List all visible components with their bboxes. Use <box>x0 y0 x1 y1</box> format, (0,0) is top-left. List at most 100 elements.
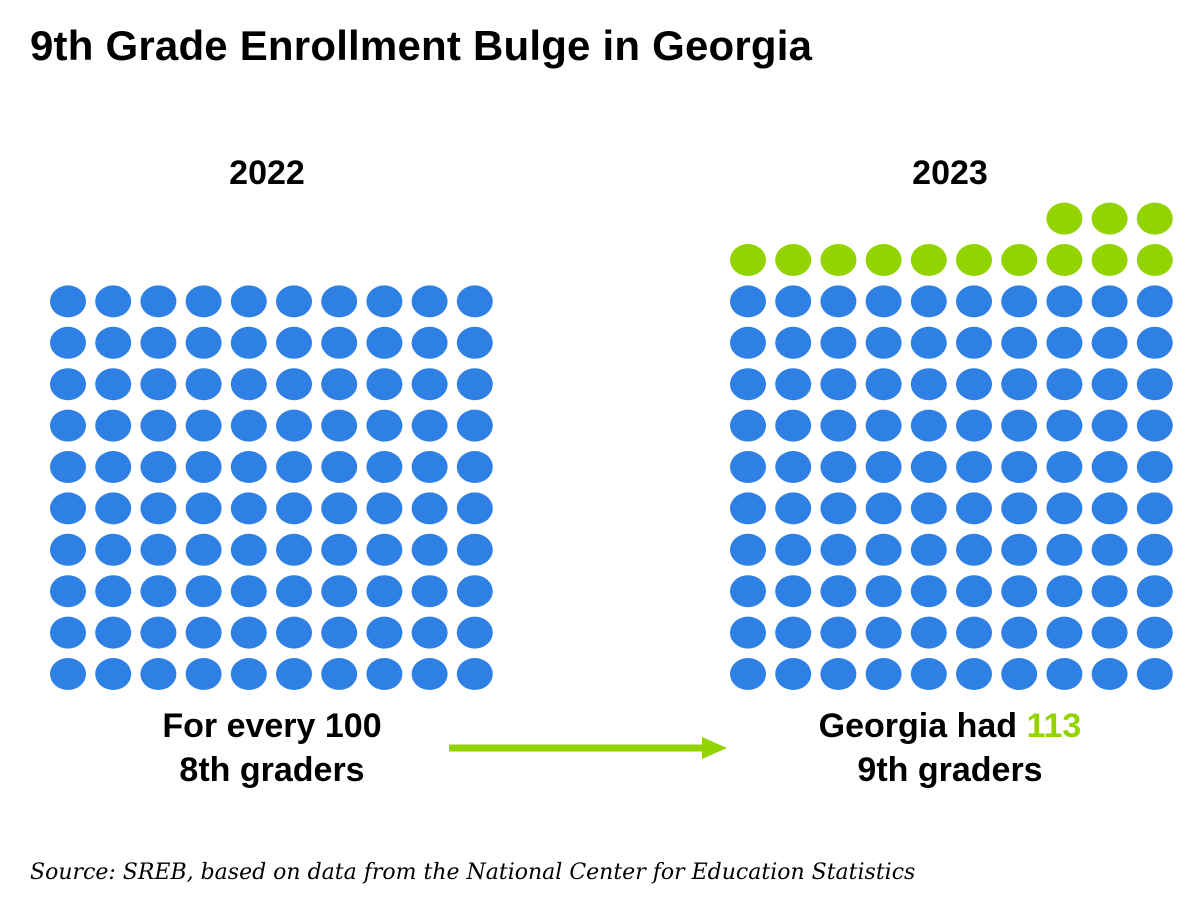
dot-2022-base <box>366 285 403 318</box>
dot-2023-base <box>910 451 947 483</box>
caption-2023-line2: 9th graders <box>857 751 1043 789</box>
dot-2023-base <box>956 616 992 649</box>
dot-2022-base <box>185 451 222 483</box>
dot-2023-base <box>730 533 766 566</box>
dot-2023-extra <box>910 244 947 276</box>
dot-2023-base <box>1046 368 1083 401</box>
dot-2022-base <box>321 492 358 525</box>
dot-2022-base <box>140 575 177 608</box>
dot-2023-base <box>956 285 992 318</box>
dot-2023-base <box>865 492 902 525</box>
dot-2022-base <box>276 326 312 359</box>
dot-2022-base <box>50 451 86 483</box>
dot-2023-base <box>730 575 766 608</box>
dot-2023-extra <box>1136 244 1173 276</box>
dot-2023-base <box>775 368 812 401</box>
dot-2022-base <box>50 285 86 318</box>
dot-2022-base <box>321 409 358 442</box>
dot-2022-base <box>456 533 493 566</box>
dot-2023-base <box>1046 409 1083 442</box>
dot-2022-base <box>230 533 267 566</box>
dot-2022-base <box>95 409 132 442</box>
dot-2022-base <box>411 658 448 690</box>
dot-2022-base <box>95 326 132 359</box>
dot-2022-base <box>185 492 222 525</box>
dot-2022-base <box>230 575 267 608</box>
dot-2022-base <box>185 658 222 690</box>
dot-2023-extra <box>1091 202 1128 235</box>
dot-2023-base <box>1046 285 1083 318</box>
caption-2022: For every 100 8th graders <box>12 704 532 792</box>
year-label-2023: 2023 <box>912 154 988 192</box>
dot-2022-base <box>95 616 132 649</box>
dot-2022-base <box>366 616 403 649</box>
dot-2023-base <box>1091 575 1128 608</box>
dot-2023-base <box>775 533 812 566</box>
dot-2022-base <box>366 658 403 690</box>
dot-2023-extra <box>1091 244 1128 276</box>
dot-2022-base <box>230 451 267 483</box>
dot-2022-base <box>140 533 177 566</box>
dot-2023-base <box>910 409 947 442</box>
dot-2022-base <box>140 326 177 359</box>
dot-2023-base <box>730 285 766 318</box>
dot-2022-base <box>95 368 132 401</box>
dot-2023-base <box>775 326 812 359</box>
dot-2023-base <box>956 368 992 401</box>
dot-2022-base <box>185 533 222 566</box>
dot-2022-base <box>95 658 132 690</box>
dot-2023-base <box>820 492 857 525</box>
dot-2023-base <box>1091 451 1128 483</box>
dot-2022-base <box>366 575 403 608</box>
dot-2023-base <box>1091 492 1128 525</box>
dot-2022-base <box>230 658 267 690</box>
dot-2023-base <box>910 368 947 401</box>
dot-2023-base <box>1001 658 1038 690</box>
dot-2023-base <box>910 616 947 649</box>
dot-2022-base <box>411 451 448 483</box>
dot-2023-base <box>1136 285 1173 318</box>
dot-2022-base <box>140 285 177 318</box>
dot-2023-base <box>1136 409 1173 442</box>
caption-2023-prefix: Georgia had <box>818 707 1027 745</box>
dot-2022-base <box>366 492 403 525</box>
dot-2023-base <box>730 616 766 649</box>
caption-2022-line1: For every 100 <box>162 707 382 745</box>
dot-2022-base <box>50 368 86 401</box>
dot-2022-base <box>50 326 86 359</box>
dot-2022-base <box>50 658 86 690</box>
dot-2022-base <box>321 368 358 401</box>
dot-2023-base <box>775 575 812 608</box>
dot-2023-base <box>1136 368 1173 401</box>
dot-2023-extra <box>730 244 766 276</box>
dot-2022-base <box>230 368 267 401</box>
dot-2023-base <box>956 409 992 442</box>
dot-2023-base <box>956 451 992 483</box>
dot-2023-base <box>1046 575 1083 608</box>
dot-2022-base <box>321 616 358 649</box>
arrow-head-icon <box>702 737 727 759</box>
dot-2022-base <box>321 575 358 608</box>
dot-2022-base <box>50 575 86 608</box>
dot-2023-base <box>1091 368 1128 401</box>
dot-2022-base <box>276 658 312 690</box>
dot-2023-base <box>865 658 902 690</box>
dot-2022-base <box>276 368 312 401</box>
dot-2023-base <box>1136 451 1173 483</box>
dot-2023-base <box>775 409 812 442</box>
dot-2023-base <box>1091 658 1128 690</box>
dot-2023-base <box>1136 575 1173 608</box>
dot-2023-base <box>956 575 992 608</box>
dot-2022-base <box>456 492 493 525</box>
dot-2022-base <box>411 575 448 608</box>
dot-2022-base <box>366 451 403 483</box>
dot-2022-base <box>411 533 448 566</box>
dot-2023-base <box>865 451 902 483</box>
dot-2022-base <box>411 285 448 318</box>
dot-2022-base <box>456 575 493 608</box>
dot-2023-base <box>1136 658 1173 690</box>
dot-2023-base <box>730 451 766 483</box>
dot-2023-base <box>1001 451 1038 483</box>
dot-2023-base <box>1046 616 1083 649</box>
